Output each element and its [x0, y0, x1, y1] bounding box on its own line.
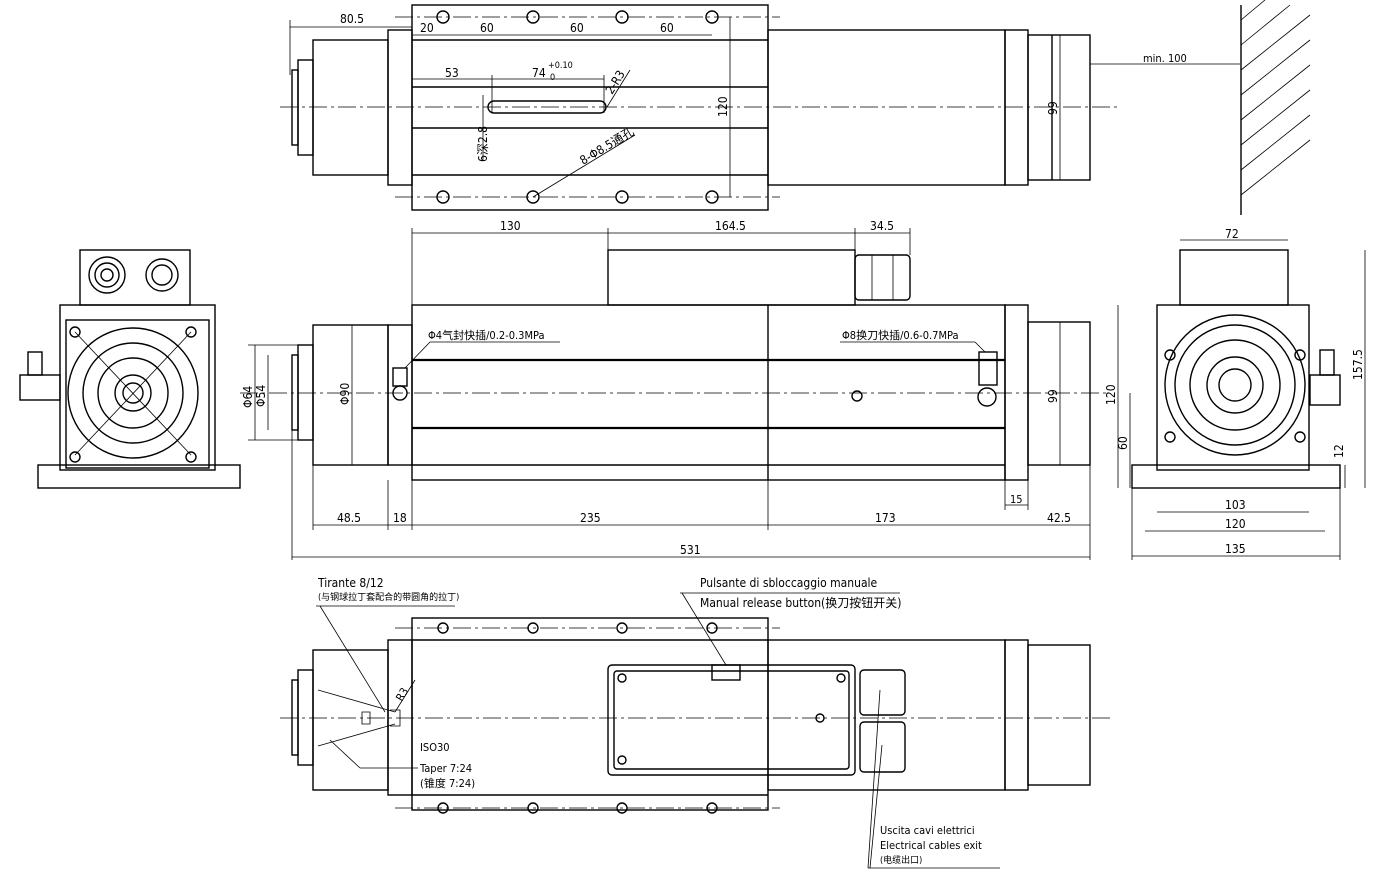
- dim-99: 99: [1046, 389, 1060, 403]
- dim-120: 120: [1104, 384, 1118, 405]
- dim-173: 173: [875, 511, 896, 525]
- dim-531: 531: [680, 543, 701, 557]
- release-button-it-label: Pulsante di sbloccaggio manuale: [700, 576, 878, 590]
- dim-74: 74: [532, 66, 546, 80]
- bottom-view: Tirante 8/12 (与钢球拉丁套配合的带圆角的拉丁) R3 ISO30 …: [280, 576, 1110, 869]
- dim-164-5: 164.5: [715, 219, 746, 233]
- r3-label: R3: [393, 686, 411, 704]
- cable-exit-cn-label: (电缆出口): [880, 854, 922, 866]
- mount-holes: [436, 10, 719, 204]
- dim-157-5: 157.5: [1351, 349, 1365, 380]
- release-button-en-label: Manual release button(换刀按钮开关): [700, 595, 901, 610]
- air-seal-label: Φ4气封快插/0.2-0.3MPa: [428, 328, 545, 342]
- dim-60: 60: [570, 21, 584, 35]
- iso30-label: ISO30: [420, 741, 450, 754]
- holes-note: 8-Φ8.5通孔: [577, 124, 636, 167]
- side-view: Φ4气封快插/0.2-0.3MPa Φ8换刀快插/0.6-0.7MPa 130 …: [240, 219, 1110, 560]
- dim-60: 60: [480, 21, 494, 35]
- dim-60: 60: [1116, 436, 1130, 450]
- taper-cn-label: (锥度 7:24): [420, 776, 475, 790]
- taper-label: Taper 7:24: [419, 762, 472, 775]
- dim-48-5: 48.5: [337, 511, 361, 525]
- dim-103: 103: [1225, 498, 1246, 512]
- dim-2-r3: 2-R3: [603, 68, 628, 97]
- cable-exit-en-label: Electrical cables exit: [880, 839, 982, 852]
- dim-12: 12: [1332, 444, 1346, 458]
- dim-15: 15: [1010, 493, 1023, 506]
- tirante-label: Tirante 8/12: [317, 576, 384, 590]
- dim-42-5: 42.5: [1047, 511, 1071, 525]
- top-view: 80.5 20 60 60 60 53 74 +0.10 0 2-R3 6深2.…: [280, 0, 1311, 215]
- dim-34-5: 34.5: [870, 219, 894, 233]
- dim-18: 18: [393, 511, 407, 525]
- left-end-view: [19, 249, 241, 489]
- dim-74-tol-upper: +0.10: [548, 61, 573, 71]
- dim-phi-90: Φ90: [338, 383, 352, 405]
- dim-120: 120: [716, 96, 730, 117]
- dim-60: 60: [660, 21, 674, 35]
- dim-53: 53: [445, 66, 459, 80]
- cable-exit-it-label: Uscita cavi elettrici: [880, 824, 975, 837]
- dim-20: 20: [420, 21, 434, 35]
- dim-72: 72: [1225, 227, 1239, 241]
- wall: [1240, 0, 1311, 215]
- dim-74-tol-lower: 0: [550, 73, 555, 83]
- dim-depth: 6深2.8: [476, 126, 490, 162]
- right-end-view: 72 157.5 120 60 12 103 120 135: [1104, 227, 1366, 560]
- dim-phi-64: Φ64: [241, 386, 255, 408]
- dim-phi-54: Φ54: [254, 385, 268, 407]
- dim-min-100: min. 100: [1143, 52, 1187, 65]
- dim-135: 135: [1225, 542, 1246, 556]
- dim-235: 235: [580, 511, 601, 525]
- dim-99: 99: [1046, 101, 1060, 115]
- bottom-mount-holes: [437, 622, 718, 814]
- dim-130: 130: [500, 219, 521, 233]
- tool-change-label: Φ8换刀快插/0.6-0.7MPa: [842, 328, 959, 342]
- dim-80-5: 80.5: [340, 12, 364, 26]
- tirante-cn-label: (与钢球拉丁套配合的带圆角的拉丁): [318, 591, 459, 603]
- dim-120-width: 120: [1225, 517, 1246, 531]
